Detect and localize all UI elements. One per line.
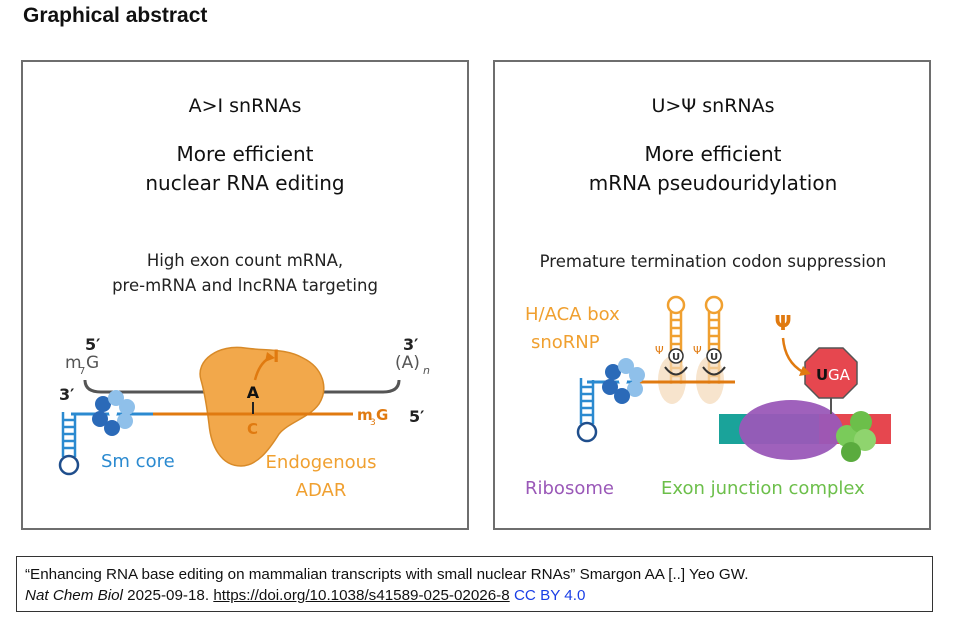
- codon-u: U: [816, 366, 828, 384]
- inosine-label: I: [273, 347, 279, 367]
- adenosine-label: A: [247, 383, 260, 402]
- right-subtitle-line2: mRNA pseudouridylation: [589, 171, 838, 195]
- five-prime-right-label: 5′: [409, 407, 424, 426]
- codon-ga: GA: [828, 366, 851, 384]
- sm-core-ring-right: [602, 358, 645, 404]
- cap-m7g-g: G: [86, 353, 99, 373]
- doi-link[interactable]: https://doi.org/10.1038/s41589-025-02026…: [213, 587, 510, 604]
- exon-junction-complex: [836, 411, 876, 462]
- citation-title: “Enhancing RNA base editing on mammalian…: [25, 566, 749, 583]
- right-target-line: Premature termination codon suppression: [540, 252, 887, 271]
- snornp-label-line2: snoRNP: [531, 332, 600, 353]
- editing-arrowhead: [265, 352, 275, 362]
- snornp-label-line1: H/ACA box: [525, 304, 620, 325]
- five-prime-label: 5′: [85, 335, 100, 354]
- cap-m3g-m: m: [357, 406, 373, 424]
- right-heading: U>Ψ snRNAs: [651, 95, 774, 117]
- cap-m7g-m: m: [65, 353, 82, 373]
- publication-date: 2025-09-18.: [127, 587, 210, 604]
- u-small-1: U: [672, 352, 680, 363]
- left-panel: A>I snRNAs More efficient nuclear RNA ed…: [21, 60, 469, 530]
- left-target-line2: pre-mRNA and lncRNA targeting: [112, 276, 378, 295]
- psi-small-2: Ψ: [693, 344, 702, 357]
- stem-loop-right: [576, 378, 598, 443]
- three-prime-left-label: 3′: [59, 385, 74, 404]
- right-subtitle-line1: More efficient: [645, 142, 782, 166]
- adar-enzyme: [199, 346, 325, 467]
- cap-m3g-g: G: [376, 406, 388, 424]
- right-panel-diagram: U>Ψ snRNAs More efficient mRNA pseudouri…: [525, 95, 891, 499]
- cap-m3g-sub: 3: [370, 418, 376, 428]
- psi-arrowhead: [799, 366, 811, 376]
- guide-arc-2: [702, 366, 726, 376]
- psi-small-1: Ψ: [655, 344, 664, 357]
- polya-label: (A): [395, 353, 420, 373]
- snornp-protein-2: [696, 356, 724, 404]
- u-small-2: U: [710, 352, 718, 363]
- stem-loop: [58, 412, 80, 476]
- page-title: Graphical abstract: [23, 4, 208, 27]
- cytidine-label: C: [247, 420, 258, 438]
- journal-name: Nat Chem Biol: [25, 587, 123, 604]
- three-prime-top-label: 3′: [403, 335, 418, 354]
- citation-caption: “Enhancing RNA base editing on mammalian…: [16, 556, 933, 612]
- adar-label-line2: ADAR: [296, 480, 347, 501]
- license-link[interactable]: CC BY 4.0: [513, 587, 586, 604]
- citation-details: Nat Chem Biol 2025-09-18. https://doi.or…: [25, 585, 924, 606]
- psi-symbol: Ψ: [775, 311, 792, 335]
- psi-arrow: [781, 337, 804, 374]
- ejc-label: Exon junction complex: [661, 478, 865, 499]
- guide-arc-1: [664, 366, 688, 376]
- right-panel: U>Ψ snRNAs More efficient mRNA pseudouri…: [493, 60, 931, 530]
- ribosome: [739, 400, 843, 460]
- ribosome-label: Ribosome: [525, 478, 614, 499]
- left-target-line1: High exon count mRNA,: [147, 251, 343, 270]
- adar-label-line1: Endogenous: [266, 452, 377, 473]
- left-subtitle-line2: nuclear RNA editing: [145, 171, 344, 195]
- sm-core-ring: [92, 390, 135, 436]
- left-subtitle-line1: More efficient: [177, 142, 314, 166]
- cap-m7g-sub: 7: [79, 366, 85, 377]
- sm-core-label: Sm core: [101, 451, 175, 472]
- polya-sub: n: [423, 364, 430, 377]
- left-heading: A>I snRNAs: [189, 95, 302, 117]
- snornp-protein-1: [658, 356, 686, 404]
- left-panel-diagram: A>I snRNAs More efficient nuclear RNA ed…: [58, 95, 430, 501]
